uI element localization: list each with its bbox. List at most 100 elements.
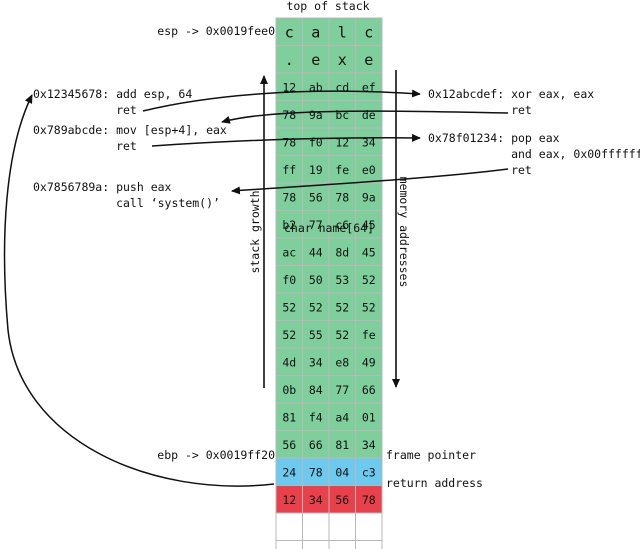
arrow-to-pop-gadget (151, 133, 421, 147)
stack-cell-byte: 12 (282, 493, 296, 507)
stack-cell-byte: b2 (282, 218, 296, 232)
stack-cell-byte: 52 (282, 328, 296, 342)
top-of-stack-label: top of stack (286, 0, 369, 13)
stack-cell-byte: 34 (309, 355, 323, 369)
stack-cell (355, 210, 383, 239)
gadget-line: 0x7856789a: push eax (33, 180, 172, 194)
stack-cell-byte: 81 (282, 410, 296, 424)
stack-cell (328, 540, 356, 549)
stack-cell-byte: cd (335, 80, 349, 94)
stack-cell-byte: 78 (282, 108, 296, 122)
stack-cell-byte: 34 (309, 493, 323, 507)
stack-cell-byte: ac (282, 245, 296, 259)
gadget-left-3: 0x7856789a: push eax call ‘system()’ (33, 180, 220, 210)
stack-cell-byte: 52 (335, 300, 349, 314)
stack-cell (275, 155, 303, 184)
stack-cell-byte: 78 (309, 465, 323, 479)
stack-cell-byte: bc (335, 108, 349, 122)
stack-cell (275, 237, 303, 266)
stack-cell (275, 320, 303, 349)
stack-cell-byte: 78 (362, 493, 376, 507)
stack-cell-byte: de (362, 108, 376, 122)
stack-cell-byte: 52 (309, 300, 323, 314)
stack-cell (302, 182, 330, 211)
stack-cell (355, 375, 383, 404)
frame-pointer-label: frame pointer (386, 448, 476, 462)
stack-cell-byte: c6 (335, 218, 349, 232)
stack-growth-label: stack growth (248, 190, 262, 273)
return-address-label: return address (386, 476, 483, 490)
stack-cell-byte: fe (335, 163, 349, 177)
stack-cell (328, 182, 356, 211)
stack-cell-byte: 52 (335, 328, 349, 342)
stack-cell (355, 265, 383, 294)
stack-cell-byte: 50 (309, 273, 323, 287)
stack-cell (355, 17, 383, 46)
stack-cell-byte: 4d (282, 355, 296, 369)
stack-cell-byte: 53 (335, 273, 349, 287)
stack-cell-byte: 45 (362, 245, 376, 259)
stack-cell (355, 512, 383, 541)
stack-cell-byte: 78 (282, 190, 296, 204)
stack-cell (355, 292, 383, 321)
gadget-line: 0x12345678: add esp, 64 (33, 87, 192, 101)
stack-cell (275, 512, 303, 541)
gadget-left-2: 0x789abcde: mov [esp+4], eax ret (33, 123, 227, 153)
stack-cell (355, 485, 383, 514)
stack-cell-byte: 66 (362, 383, 376, 397)
stack-cell-byte: 9a (362, 190, 376, 204)
stack-cell (302, 402, 330, 431)
gadget-right-2: 0x78f01234: pop eax and eax, 0x00ffffff … (428, 131, 640, 177)
stack-cell-byte: 52 (362, 273, 376, 287)
stack-cell (302, 127, 330, 156)
gadget-line: and eax, 0x00ffffff (428, 147, 640, 161)
stack-cell-byte: 44 (309, 245, 323, 259)
stack-cell-byte: 0b (282, 383, 296, 397)
stack-cell (355, 127, 383, 156)
stack-cell (302, 347, 330, 376)
arrow-to-xor-gadget (142, 89, 421, 112)
stack-cell (328, 100, 356, 129)
stack-cell-byte: 56 (309, 190, 323, 204)
stack-cell-byte: e (311, 51, 320, 69)
stack-cell-byte: 8d (335, 245, 349, 259)
stack-cell-byte: e0 (362, 163, 376, 177)
stack-cell-byte: ff (282, 163, 296, 177)
stack-cell-byte: x (338, 51, 347, 69)
gadget-line: 0x78f01234: pop eax (428, 131, 560, 145)
stack-cell-byte: 34 (362, 438, 376, 452)
stack-cell-byte: 24 (282, 465, 296, 479)
stack-cell (328, 292, 356, 321)
gadget-line: call ‘system()’ (33, 196, 220, 210)
gadget-line: ret (33, 139, 137, 153)
stack-cell-byte: 78 (335, 190, 349, 204)
stack-cell-byte: 9a (309, 108, 323, 122)
stack-cell-byte: f0 (282, 273, 296, 287)
stack-cell (275, 430, 303, 459)
stack-cell-byte: c (364, 23, 373, 41)
gadget-line: ret (33, 103, 137, 117)
stack-cell-byte: 19 (309, 163, 323, 177)
stack-cell (355, 45, 383, 74)
stack-cell-byte: 01 (362, 410, 376, 424)
stack-cell (355, 72, 383, 101)
stack-cell (275, 292, 303, 321)
stack-cell-byte: 81 (335, 438, 349, 452)
stack-cell-byte: 77 (309, 218, 323, 232)
stack-cell (328, 237, 356, 266)
gadget-line: ret (428, 103, 532, 117)
stack-cell-byte: a4 (335, 410, 349, 424)
stack-cell-byte: 66 (309, 438, 323, 452)
stack-cell-byte: 84 (309, 383, 323, 397)
stack-cell (328, 512, 356, 541)
stack-cell (355, 320, 383, 349)
stack-cell-byte: 55 (309, 328, 323, 342)
stack-cell (302, 540, 330, 549)
stack-cell-byte: 49 (362, 355, 376, 369)
ebp-label: ebp -> 0x0019ff20 (157, 448, 275, 462)
gadget-line: 0x789abcde: mov [esp+4], eax (33, 123, 227, 137)
stack-cell (302, 45, 330, 74)
stack-cell (275, 375, 303, 404)
